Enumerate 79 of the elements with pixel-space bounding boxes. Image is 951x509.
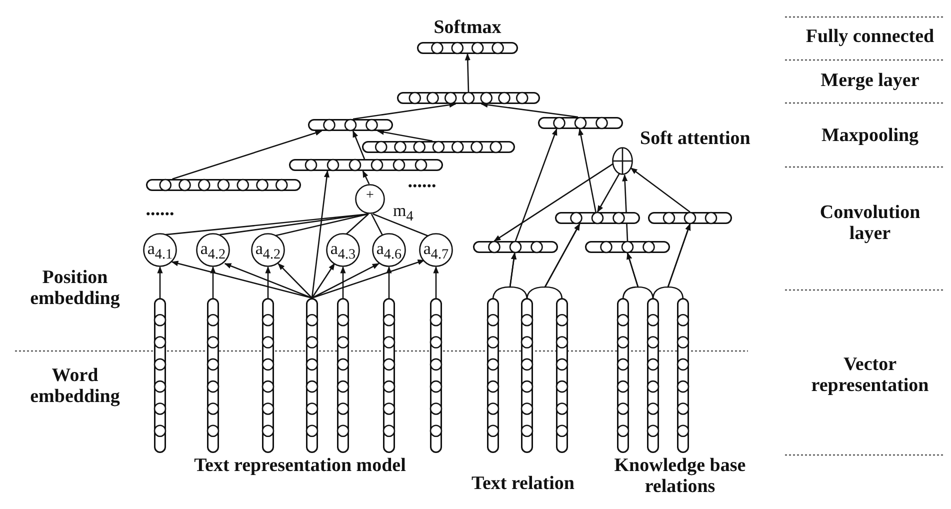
connector-line	[372, 213, 430, 237]
arrow	[464, 53, 470, 92]
arrow	[494, 163, 614, 242]
neuron-vector	[308, 119, 393, 131]
layer-label: Fully connected	[804, 27, 936, 48]
arrow	[265, 266, 271, 298]
neuron-vector	[585, 241, 670, 253]
arrow	[157, 266, 163, 298]
arrow	[578, 128, 596, 212]
attention-neuron: a$_{4.2}$	[251, 233, 285, 267]
connector-line	[274, 213, 369, 236]
sum-symbol	[612, 147, 633, 175]
arrow	[352, 130, 366, 160]
neuron-vector	[538, 117, 623, 129]
ellipsis-dots: ......	[144, 200, 176, 221]
embedding-column	[677, 298, 689, 453]
arrow	[172, 130, 322, 180]
arrow	[480, 102, 578, 118]
arrow	[362, 170, 370, 184]
arrow	[386, 266, 392, 298]
embedding-column	[617, 298, 629, 453]
embedding-column	[207, 298, 219, 453]
group-label: Text relation	[470, 474, 576, 495]
arrow	[626, 252, 654, 300]
embedding-column	[430, 298, 442, 453]
neuron-vector	[473, 241, 558, 253]
arrow	[311, 263, 336, 298]
layer-label: Convolution layer	[818, 203, 922, 245]
embedding-column	[154, 298, 166, 453]
arrow	[433, 266, 439, 298]
arrow	[667, 223, 691, 300]
embedding-column	[337, 298, 349, 453]
embedding-column	[306, 298, 318, 453]
neuron-vector	[648, 212, 732, 224]
arrow	[312, 260, 425, 299]
attention-neuron: a$_{4.1}$	[143, 233, 177, 267]
vector-label: m$_{4}$	[393, 201, 414, 226]
layer-heading: Softmax	[432, 18, 502, 39]
arrow	[340, 266, 346, 298]
arrow	[544, 223, 580, 300]
embedding-column	[647, 298, 659, 453]
layer-label: Position embedding	[29, 268, 121, 310]
arrow	[312, 263, 380, 299]
arrow	[630, 167, 690, 213]
neuron-vector	[397, 92, 540, 104]
arrow	[224, 263, 312, 299]
embedding-column	[383, 298, 395, 453]
embedding-column	[262, 298, 274, 453]
embedding-column	[521, 298, 533, 453]
group-label: Knowledge base relations	[613, 456, 747, 498]
layer-label: Vector representation	[810, 355, 930, 397]
embedding-column	[487, 298, 499, 453]
arrow	[514, 128, 558, 242]
sum-neuron: +	[355, 184, 385, 214]
layer-label: Word embedding	[29, 366, 121, 408]
attention-neuron: a$_{4.2}$	[196, 233, 230, 267]
embedding-column	[556, 298, 568, 453]
neuron-vector	[146, 179, 301, 191]
arrow	[377, 129, 432, 142]
neuron-vector	[289, 159, 443, 171]
arrow	[278, 263, 312, 298]
neuron-vector	[555, 212, 640, 224]
attention-neuron: a$_{4.6}$	[372, 233, 406, 267]
attention-neuron: a$_{4.3}$	[326, 233, 360, 267]
connector-line	[370, 214, 383, 235]
attention-neuron: a$_{4.7}$	[419, 233, 453, 267]
arrow	[596, 173, 620, 213]
arrow	[352, 102, 456, 120]
arrow	[311, 170, 330, 298]
neuron-vector	[362, 141, 515, 153]
layer-label: Merge layer	[820, 71, 920, 92]
ellipsis-dots: ......	[406, 172, 438, 193]
arrow	[210, 266, 216, 298]
connector-line	[220, 213, 369, 236]
arrow	[509, 252, 528, 300]
layer-label: Soft attention	[640, 128, 750, 150]
connector-line	[346, 214, 369, 234]
group-label: Text representation model	[193, 456, 407, 477]
layer-label: Maxpooling	[820, 126, 920, 147]
